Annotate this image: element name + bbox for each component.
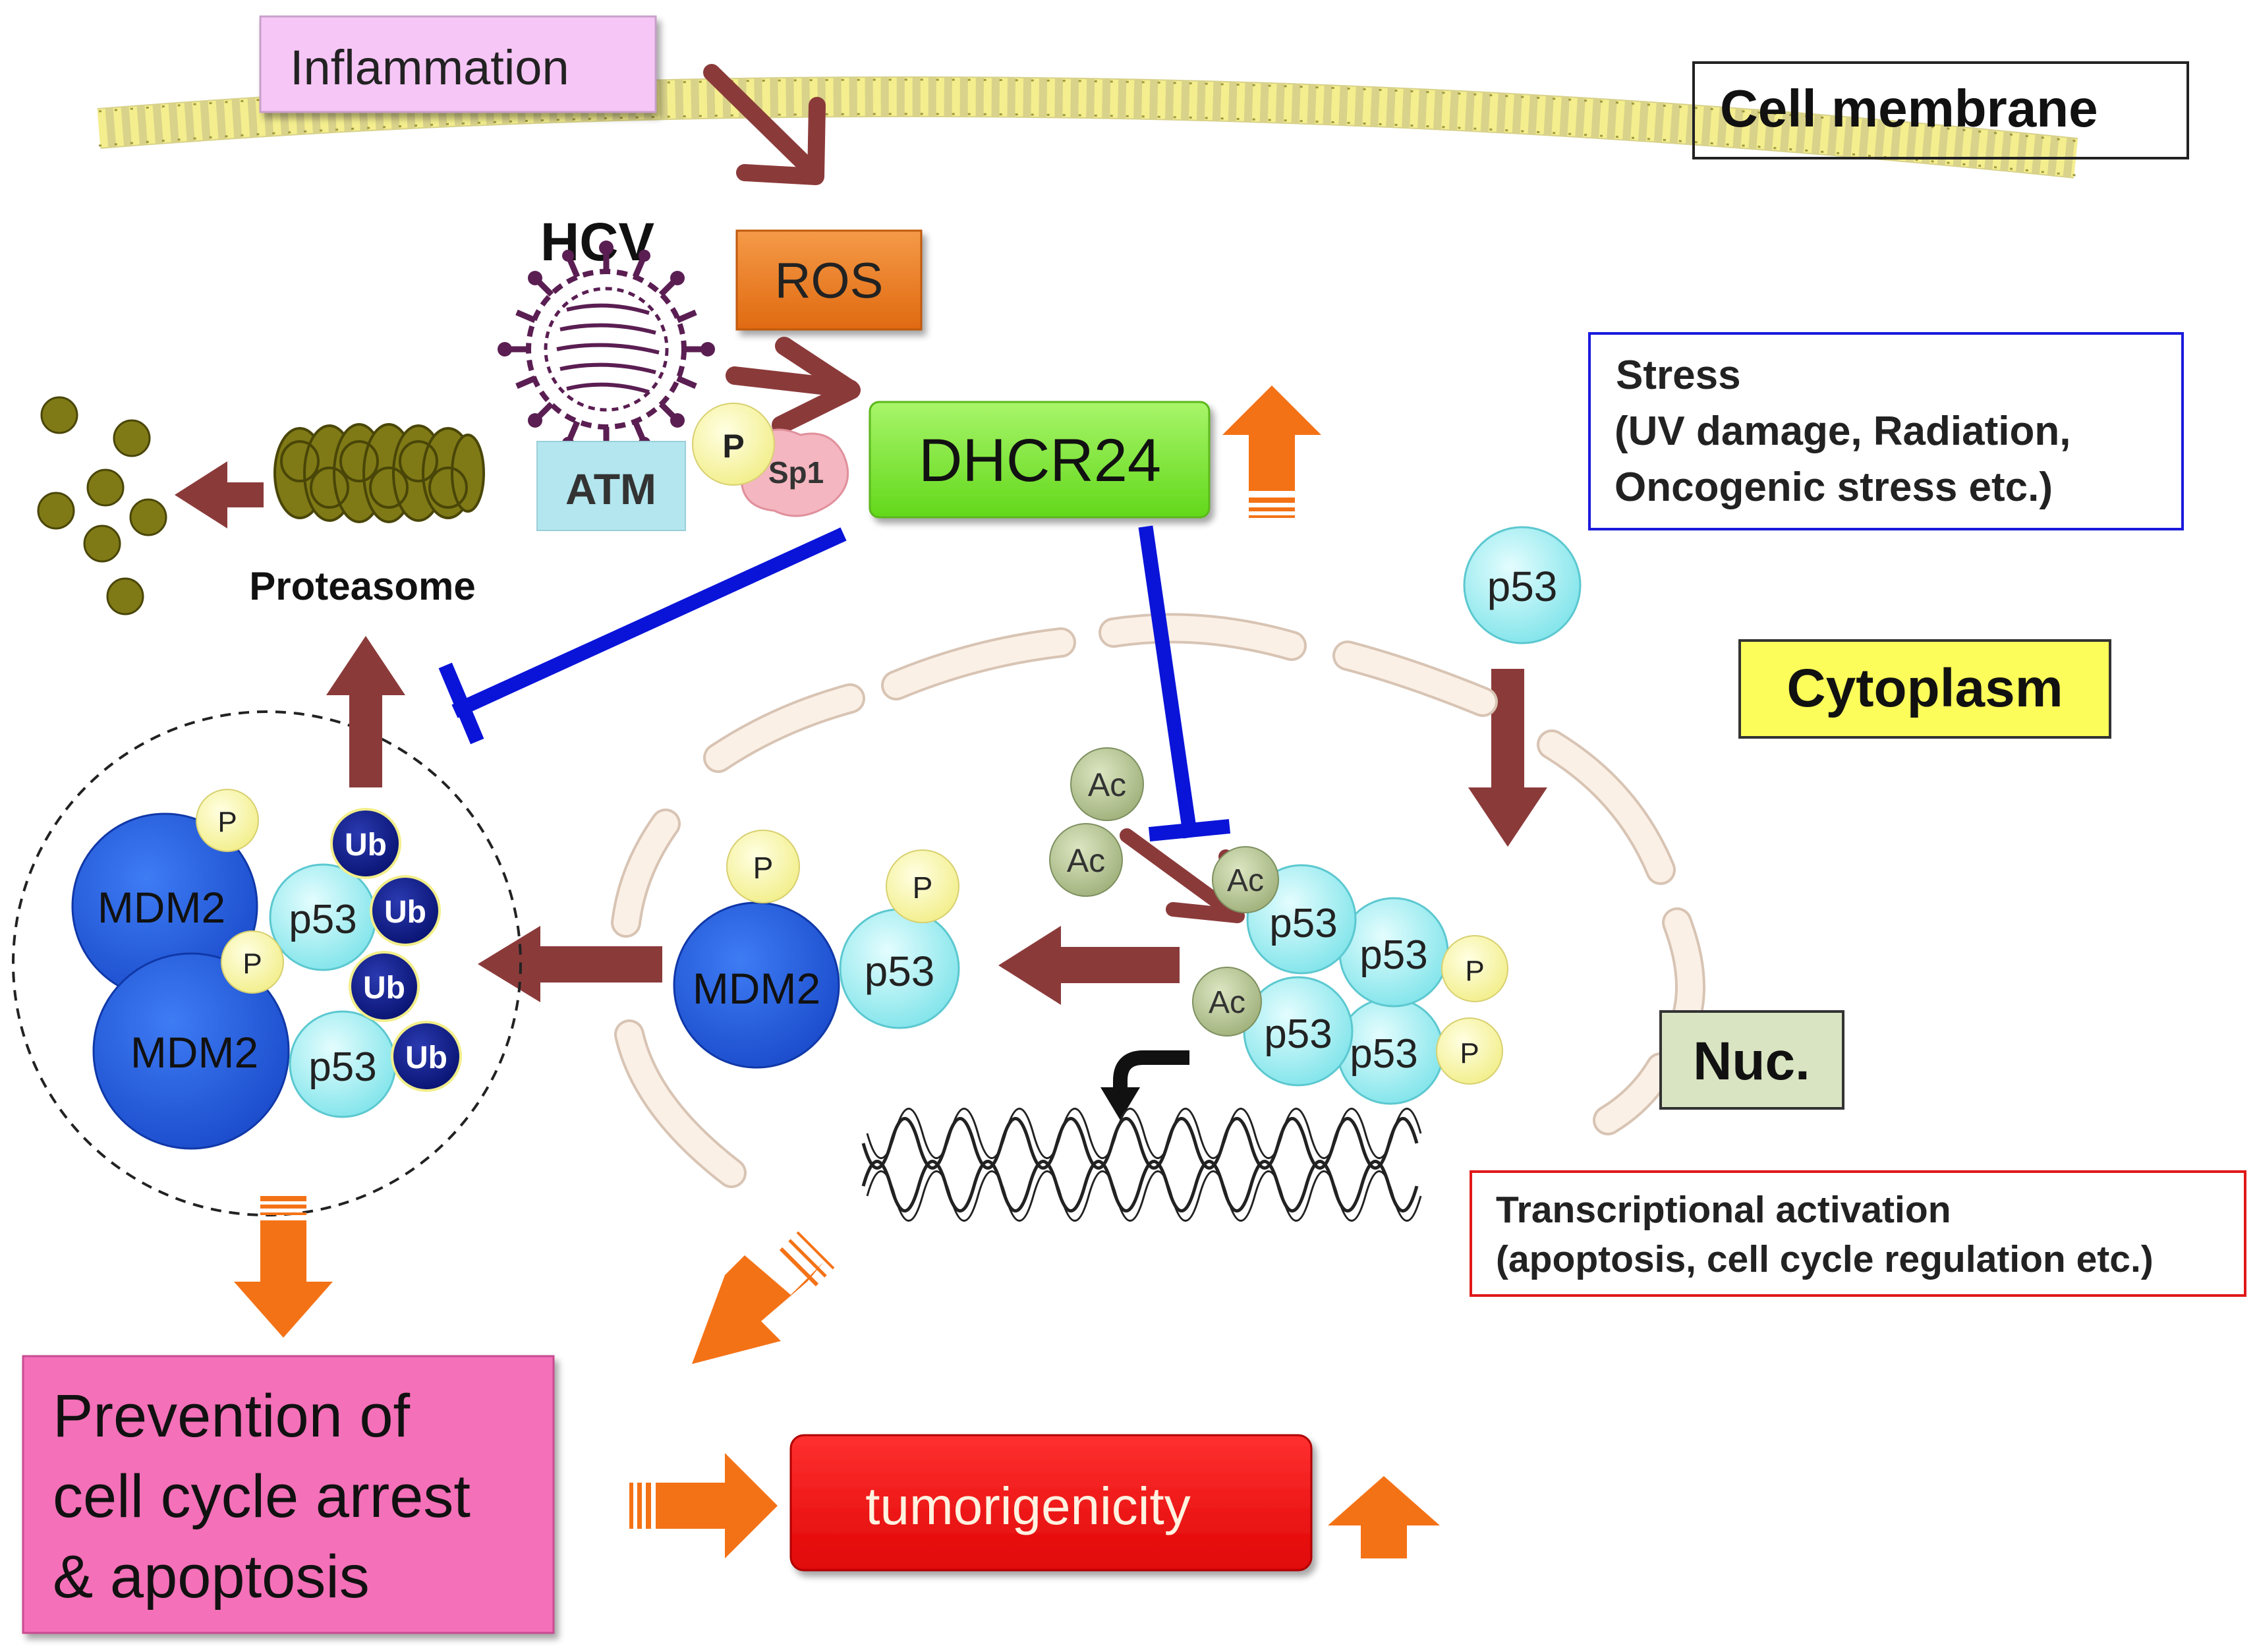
mdm2-complex-bottom — [92, 952, 290, 1150]
mdm2-complex-top-label: MDM2 — [98, 883, 225, 932]
atm-phospho-label: P — [722, 428, 744, 465]
cell-membrane-label: Cell membrane — [1720, 79, 2098, 138]
atm-phospho-icon — [692, 403, 775, 486]
ubiquitin-chain — [330, 808, 462, 1092]
transcription-line-2: (apoptosis, cell cycle regulation etc.) — [1496, 1238, 2154, 1280]
transcription-box — [1470, 1170, 2246, 1297]
nucleus-box — [1659, 1010, 1844, 1110]
phospho-tetramer-1-label: P — [1465, 955, 1484, 987]
prevention-line-1: Prevention of — [53, 1382, 411, 1450]
dhcr24-upregulation-arrow — [1222, 385, 1321, 518]
cytoplasm-box — [1738, 639, 2111, 739]
phospho-p53-nuclear-label: P — [913, 870, 933, 905]
proteasome-degradation-arrow — [175, 461, 264, 528]
ros-label: ROS — [775, 253, 884, 309]
transcription-line-1: Transcriptional activation — [1496, 1189, 1951, 1231]
prevention-to-tumorigenicity-arrow — [629, 1453, 778, 1558]
tumorigenicity-up-arrow — [1328, 1476, 1440, 1558]
phospho-p53-nuclear — [886, 849, 959, 923]
phospho-complex-middle — [221, 930, 284, 994]
dhcr24-box — [869, 401, 1211, 519]
hcv-ros-to-dhcr24-arrow — [726, 337, 861, 434]
nucleus-label: Nuc. — [1693, 1031, 1810, 1091]
dhcr24-inhibits-p53-acetylation — [1138, 525, 1231, 842]
acetyl-group-free-2 — [1049, 823, 1123, 897]
acetyl-group-bound-1 — [1212, 846, 1279, 913]
dhcr24-label: DHCR24 — [919, 427, 1161, 494]
stress-line-3: Oncogenic stress etc.) — [1614, 465, 2053, 510]
inflammation-label: Inflammation — [290, 40, 569, 95]
sp1-label: Sp1 — [768, 455, 824, 490]
phospho-complex-top-label: P — [217, 806, 237, 838]
p53-tetramer-label-1: p53 — [1269, 901, 1337, 946]
nuclear-envelope-icon — [611, 613, 1705, 1188]
ubiquitin-1-label: Ub — [345, 828, 387, 863]
acetyl-group-bound-2 — [1192, 967, 1262, 1037]
proteasome-icon — [273, 423, 485, 523]
complex-to-prevention-arrow — [234, 1196, 333, 1338]
p53-nuclear-bound-label: p53 — [865, 948, 935, 995]
inflammation-arrow — [703, 64, 826, 185]
phospho-mdm2-nuclear-label: P — [753, 851, 774, 885]
ubiquitin-2-label: Ub — [384, 895, 426, 930]
inflammation-box — [259, 15, 657, 113]
hcv-virus-icon — [498, 241, 715, 458]
p53-tetramer-label-4: p53 — [1350, 1031, 1417, 1077]
tumorigenicity-label: tumorigenicity — [865, 1477, 1191, 1535]
p53-tetramer-label-3: p53 — [1264, 1011, 1332, 1057]
nucleus-to-prevention-arrow — [692, 1231, 835, 1364]
p53-complex-bottom-label: p53 — [308, 1044, 376, 1090]
phospho-complex-middle-label: P — [243, 948, 262, 980]
phospho-tetramer-2-label: P — [1460, 1037, 1479, 1069]
proteasome-label: Proteasome — [249, 564, 475, 608]
phospho-complex-top — [196, 789, 259, 852]
acetyl-free-2-label: Ac — [1067, 842, 1105, 879]
p53-complex-top-label: p53 — [289, 897, 357, 942]
acetyl-group-free-1 — [1070, 747, 1144, 821]
dna-helix-icon — [861, 1108, 1422, 1222]
p53-nuclear-import-arrow — [1468, 669, 1547, 847]
acetyl-free-1-label: Ac — [1088, 766, 1126, 803]
tumorigenicity-box — [789, 1434, 1313, 1572]
phospho-tetramer-1 — [1441, 935, 1508, 1002]
mdm2-complex-bottom-label: MDM2 — [130, 1028, 258, 1077]
stress-line-2: (UV damage, Radiation, — [1614, 409, 2071, 454]
dhcr24-inhibits-mdm2-complex — [438, 527, 847, 745]
phospho-tetramer-2 — [1436, 1017, 1503, 1085]
ubiquitin-3-label: Ub — [363, 971, 405, 1006]
acetyl-bound-1-label: Ac — [1227, 863, 1264, 898]
prevention-line-3: & apoptosis — [53, 1543, 370, 1610]
peptide-fragments-icon — [37, 396, 167, 615]
p53-to-mdm2-binding-arrow — [998, 926, 1180, 1005]
prevention-box — [22, 1355, 555, 1634]
cytoplasm-label: Cytoplasm — [1786, 658, 2063, 718]
ubiquitin-4-label: Ub — [405, 1040, 447, 1075]
hcv-label: HCV — [540, 212, 654, 272]
atm-box — [536, 441, 686, 531]
phospho-mdm2-nuclear — [726, 830, 800, 903]
stress-title: Stress — [1616, 353, 1741, 398]
ros-box — [735, 229, 923, 331]
to-proteasome-arrow — [326, 636, 405, 787]
transcription-start-arrow — [1100, 1050, 1189, 1120]
p53-cytoplasmic-label: p53 — [1487, 563, 1558, 610]
prevention-line-2: cell cycle arrest — [53, 1463, 471, 1530]
p53-tetramer-label-2: p53 — [1359, 932, 1427, 978]
atm-label: ATM — [565, 465, 656, 513]
ubiquitination-arrow — [478, 926, 662, 1002]
mdm2-nuclear-label: MDM2 — [693, 964, 820, 1013]
p53-cytoplasmic — [1463, 526, 1582, 644]
acetyl-bound-2-label: Ac — [1209, 985, 1245, 1020]
cell-membrane-label-box: Cell membrane — [1692, 61, 2189, 159]
stress-box — [1588, 332, 2184, 530]
